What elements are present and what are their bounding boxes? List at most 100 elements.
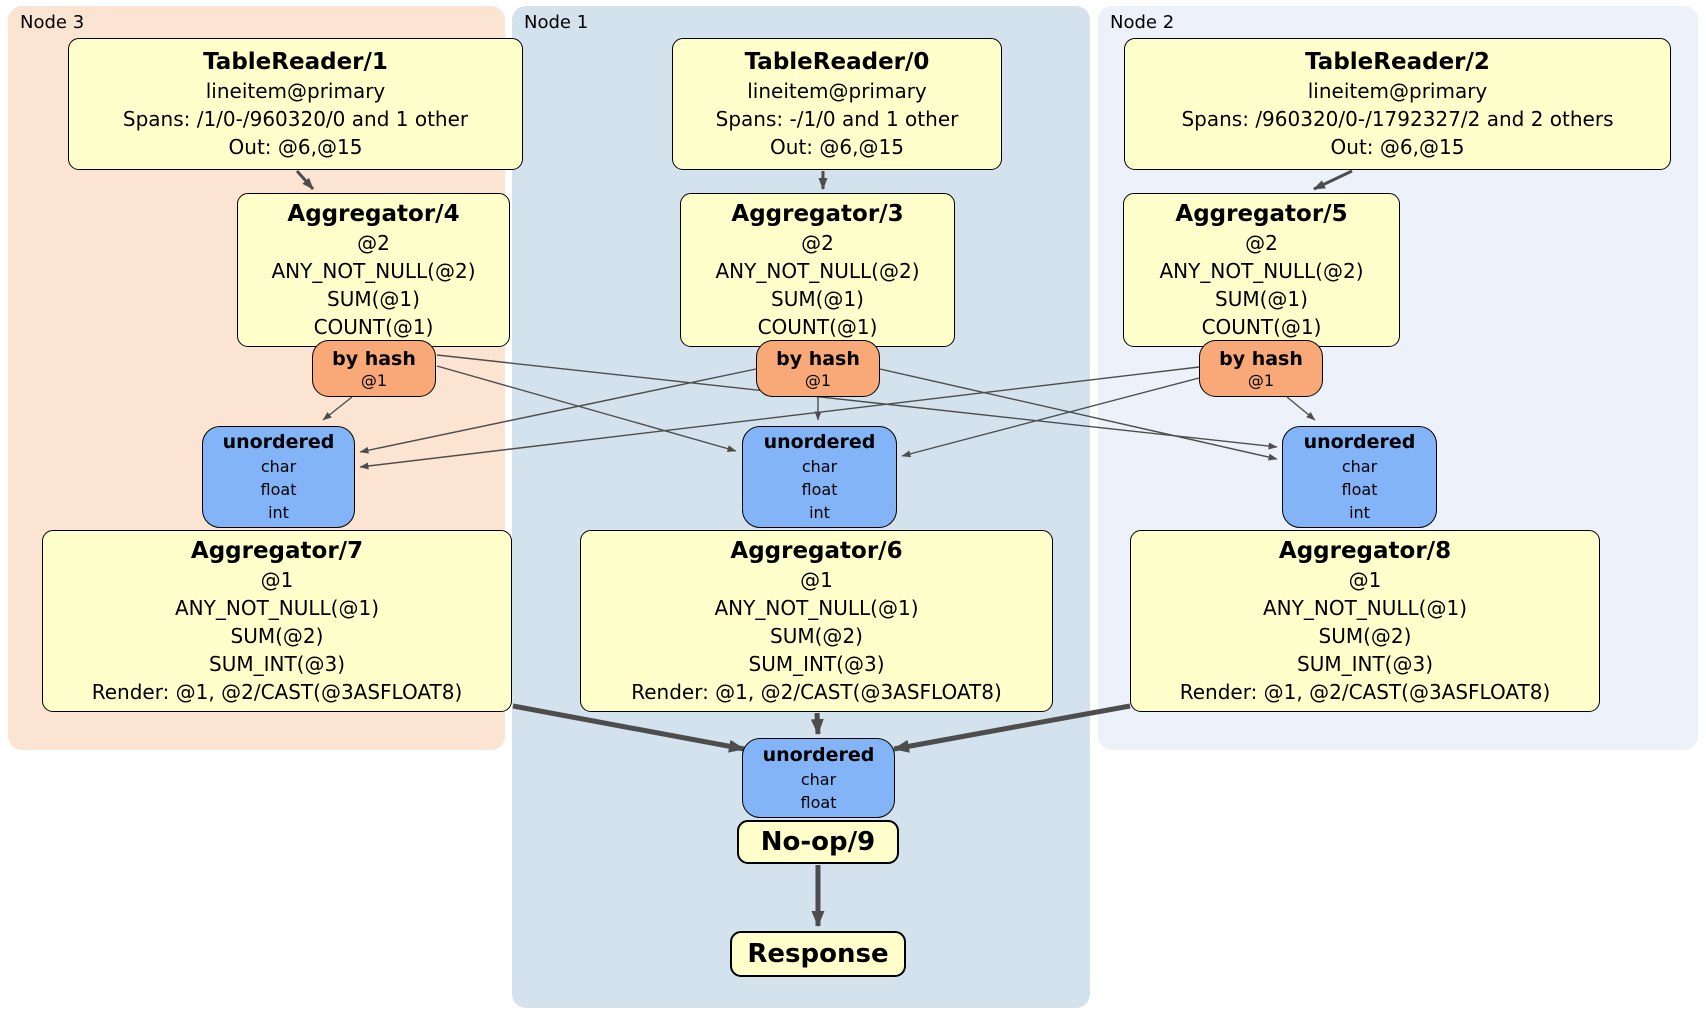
processor-line: ANY_NOT_NULL(@2): [271, 259, 476, 283]
processor-line: SUM_INT(@3): [1297, 652, 1433, 676]
router-title: by hash: [1219, 348, 1303, 370]
processor-title: Aggregator/6: [730, 538, 903, 564]
edge-router3-to-sync1: [436, 365, 737, 453]
router-detail: @1: [804, 371, 832, 390]
router-title: by hash: [332, 348, 416, 370]
processor-line: SUM_INT(@3): [209, 652, 345, 676]
aggregator-5-box: Aggregator/5 @2 ANY_NOT_NULL(@2) SUM(@1)…: [1123, 193, 1400, 347]
sync-type: char: [800, 769, 837, 789]
processor-line: ANY_NOT_NULL(@1): [714, 596, 919, 620]
router-detail: @1: [1247, 371, 1275, 390]
edge-agg7-to-finalsync: [512, 703, 745, 753]
processor-line: SUM_INT(@3): [748, 652, 885, 676]
processor-out: Out: @6,@15: [1330, 135, 1465, 159]
processor-line: SUM(@2): [1318, 624, 1412, 648]
sync-title: unordered: [1303, 431, 1416, 453]
unordered-sync-node3: unordered char float int: [202, 426, 355, 528]
tablereader-1-box: TableReader/1 lineitem@primary Spans: /1…: [68, 38, 523, 170]
processor-line: ANY_NOT_NULL(@1): [1263, 596, 1467, 620]
processor-index: lineitem@primary: [747, 79, 927, 103]
edge-agg6-to-finalsync: [810, 712, 824, 735]
processor-line: @2: [357, 231, 390, 255]
processor-line: @1: [260, 568, 294, 592]
response-box: Response: [730, 931, 906, 977]
processor-spans: Spans: /1/0-/960320/0 and 1 other: [122, 107, 469, 131]
aggregator-7-box: Aggregator/7 @1 ANY_NOT_NULL(@1) SUM(@2)…: [42, 530, 512, 712]
processor-line: COUNT(@1): [757, 315, 878, 339]
sync-type: char: [801, 457, 838, 476]
processor-title: TableReader/1: [203, 49, 388, 75]
edge-router2-to-sync2: [1286, 396, 1316, 421]
sync-type: char: [1341, 457, 1378, 476]
sync-title: unordered: [762, 743, 875, 766]
edge-agg8-to-finalsync: [893, 703, 1131, 753]
node3-label: Node 3: [20, 12, 85, 33]
sync-type: int: [268, 503, 289, 522]
sync-type: float: [260, 480, 297, 499]
edge-router3-to-sync3: [322, 396, 353, 421]
processor-line: SUM(@1): [327, 287, 420, 311]
processor-line: ANY_NOT_NULL(@1): [175, 596, 379, 620]
hash-router-node3: by hash @1: [312, 340, 436, 397]
aggregator-8-box: Aggregator/8 @1 ANY_NOT_NULL(@1) SUM(@2)…: [1130, 530, 1600, 712]
noop-box: No-op/9: [737, 820, 899, 864]
processor-line: @1: [1348, 568, 1382, 592]
processor-out: Out: @6,@15: [228, 135, 363, 159]
edge-router1-to-sync3: [359, 368, 757, 454]
edge-router1-to-sync2: [879, 368, 1278, 461]
edge-tr1-to-agg4: [295, 170, 315, 190]
sync-type: float: [800, 792, 837, 812]
processor-line: SUM(@1): [771, 287, 864, 311]
processor-line: ANY_NOT_NULL(@2): [1159, 259, 1364, 283]
processor-title: Aggregator/4: [287, 201, 460, 227]
sync-type: int: [809, 503, 830, 522]
processor-out: Out: @6,@15: [770, 135, 904, 159]
edge-tr2-to-agg5: [1313, 169, 1353, 191]
hash-router-node1: by hash @1: [756, 340, 880, 397]
processor-spans: Spans: /960320/0-/1792327/2 and 2 others: [1181, 107, 1614, 131]
processor-line: COUNT(@1): [313, 315, 434, 339]
edge-router3-to-sync2: [436, 354, 1278, 450]
processor-line: @2: [1245, 231, 1278, 255]
processor-line: SUM(@1): [1215, 287, 1308, 311]
hash-router-node2: by hash @1: [1199, 340, 1323, 397]
edge-router2-to-sync3: [359, 366, 1200, 470]
sync-type: float: [1341, 480, 1378, 499]
processor-line: SUM(@2): [770, 624, 863, 648]
tablereader-2-box: TableReader/2 lineitem@primary Spans: /9…: [1124, 38, 1671, 170]
unordered-sync-node1: unordered char float int: [742, 426, 897, 528]
processor-line: ANY_NOT_NULL(@2): [715, 259, 920, 283]
processor-title: Aggregator/7: [190, 538, 364, 564]
processor-index: lineitem@primary: [1307, 79, 1488, 103]
processor-line: COUNT(@1): [1201, 315, 1322, 339]
processor-title: Aggregator/3: [731, 201, 904, 227]
processor-line: Render: @1, @2/CAST(@3ASFLOAT8): [1179, 680, 1551, 704]
unordered-sync-node2: unordered char float int: [1282, 426, 1437, 528]
sync-type: float: [801, 480, 838, 499]
node2-label: Node 2: [1110, 12, 1175, 33]
processor-index: lineitem@primary: [205, 79, 386, 103]
processor-line: Render: @1, @2/CAST(@3ASFLOAT8): [91, 680, 463, 704]
processor-title: Aggregator/8: [1278, 538, 1452, 564]
noop-title: No-op/9: [760, 827, 876, 857]
processor-title: TableReader/0: [744, 49, 930, 75]
processor-title: Aggregator/5: [1175, 201, 1348, 227]
router-title: by hash: [776, 348, 860, 370]
response-title: Response: [747, 939, 889, 969]
aggregator-4-box: Aggregator/4 @2 ANY_NOT_NULL(@2) SUM(@1)…: [237, 193, 510, 347]
router-detail: @1: [360, 371, 388, 390]
unordered-sync-final: unordered char float: [742, 738, 895, 818]
sync-type: char: [260, 457, 297, 476]
processor-line: Render: @1, @2/CAST(@3ASFLOAT8): [631, 680, 1002, 704]
sync-title: unordered: [763, 431, 876, 453]
processor-spans: Spans: -/1/0 and 1 other: [715, 107, 959, 131]
aggregator-6-box: Aggregator/6 @1 ANY_NOT_NULL(@1) SUM(@2)…: [580, 530, 1053, 712]
processor-line: @1: [800, 568, 833, 592]
tablereader-0-box: TableReader/0 lineitem@primary Spans: -/…: [672, 38, 1002, 170]
node1-label: Node 1: [524, 12, 589, 33]
processor-title: TableReader/2: [1305, 49, 1490, 75]
aggregator-3-box: Aggregator/3 @2 ANY_NOT_NULL(@2) SUM(@1)…: [680, 193, 955, 347]
processor-line: SUM(@2): [230, 624, 324, 648]
